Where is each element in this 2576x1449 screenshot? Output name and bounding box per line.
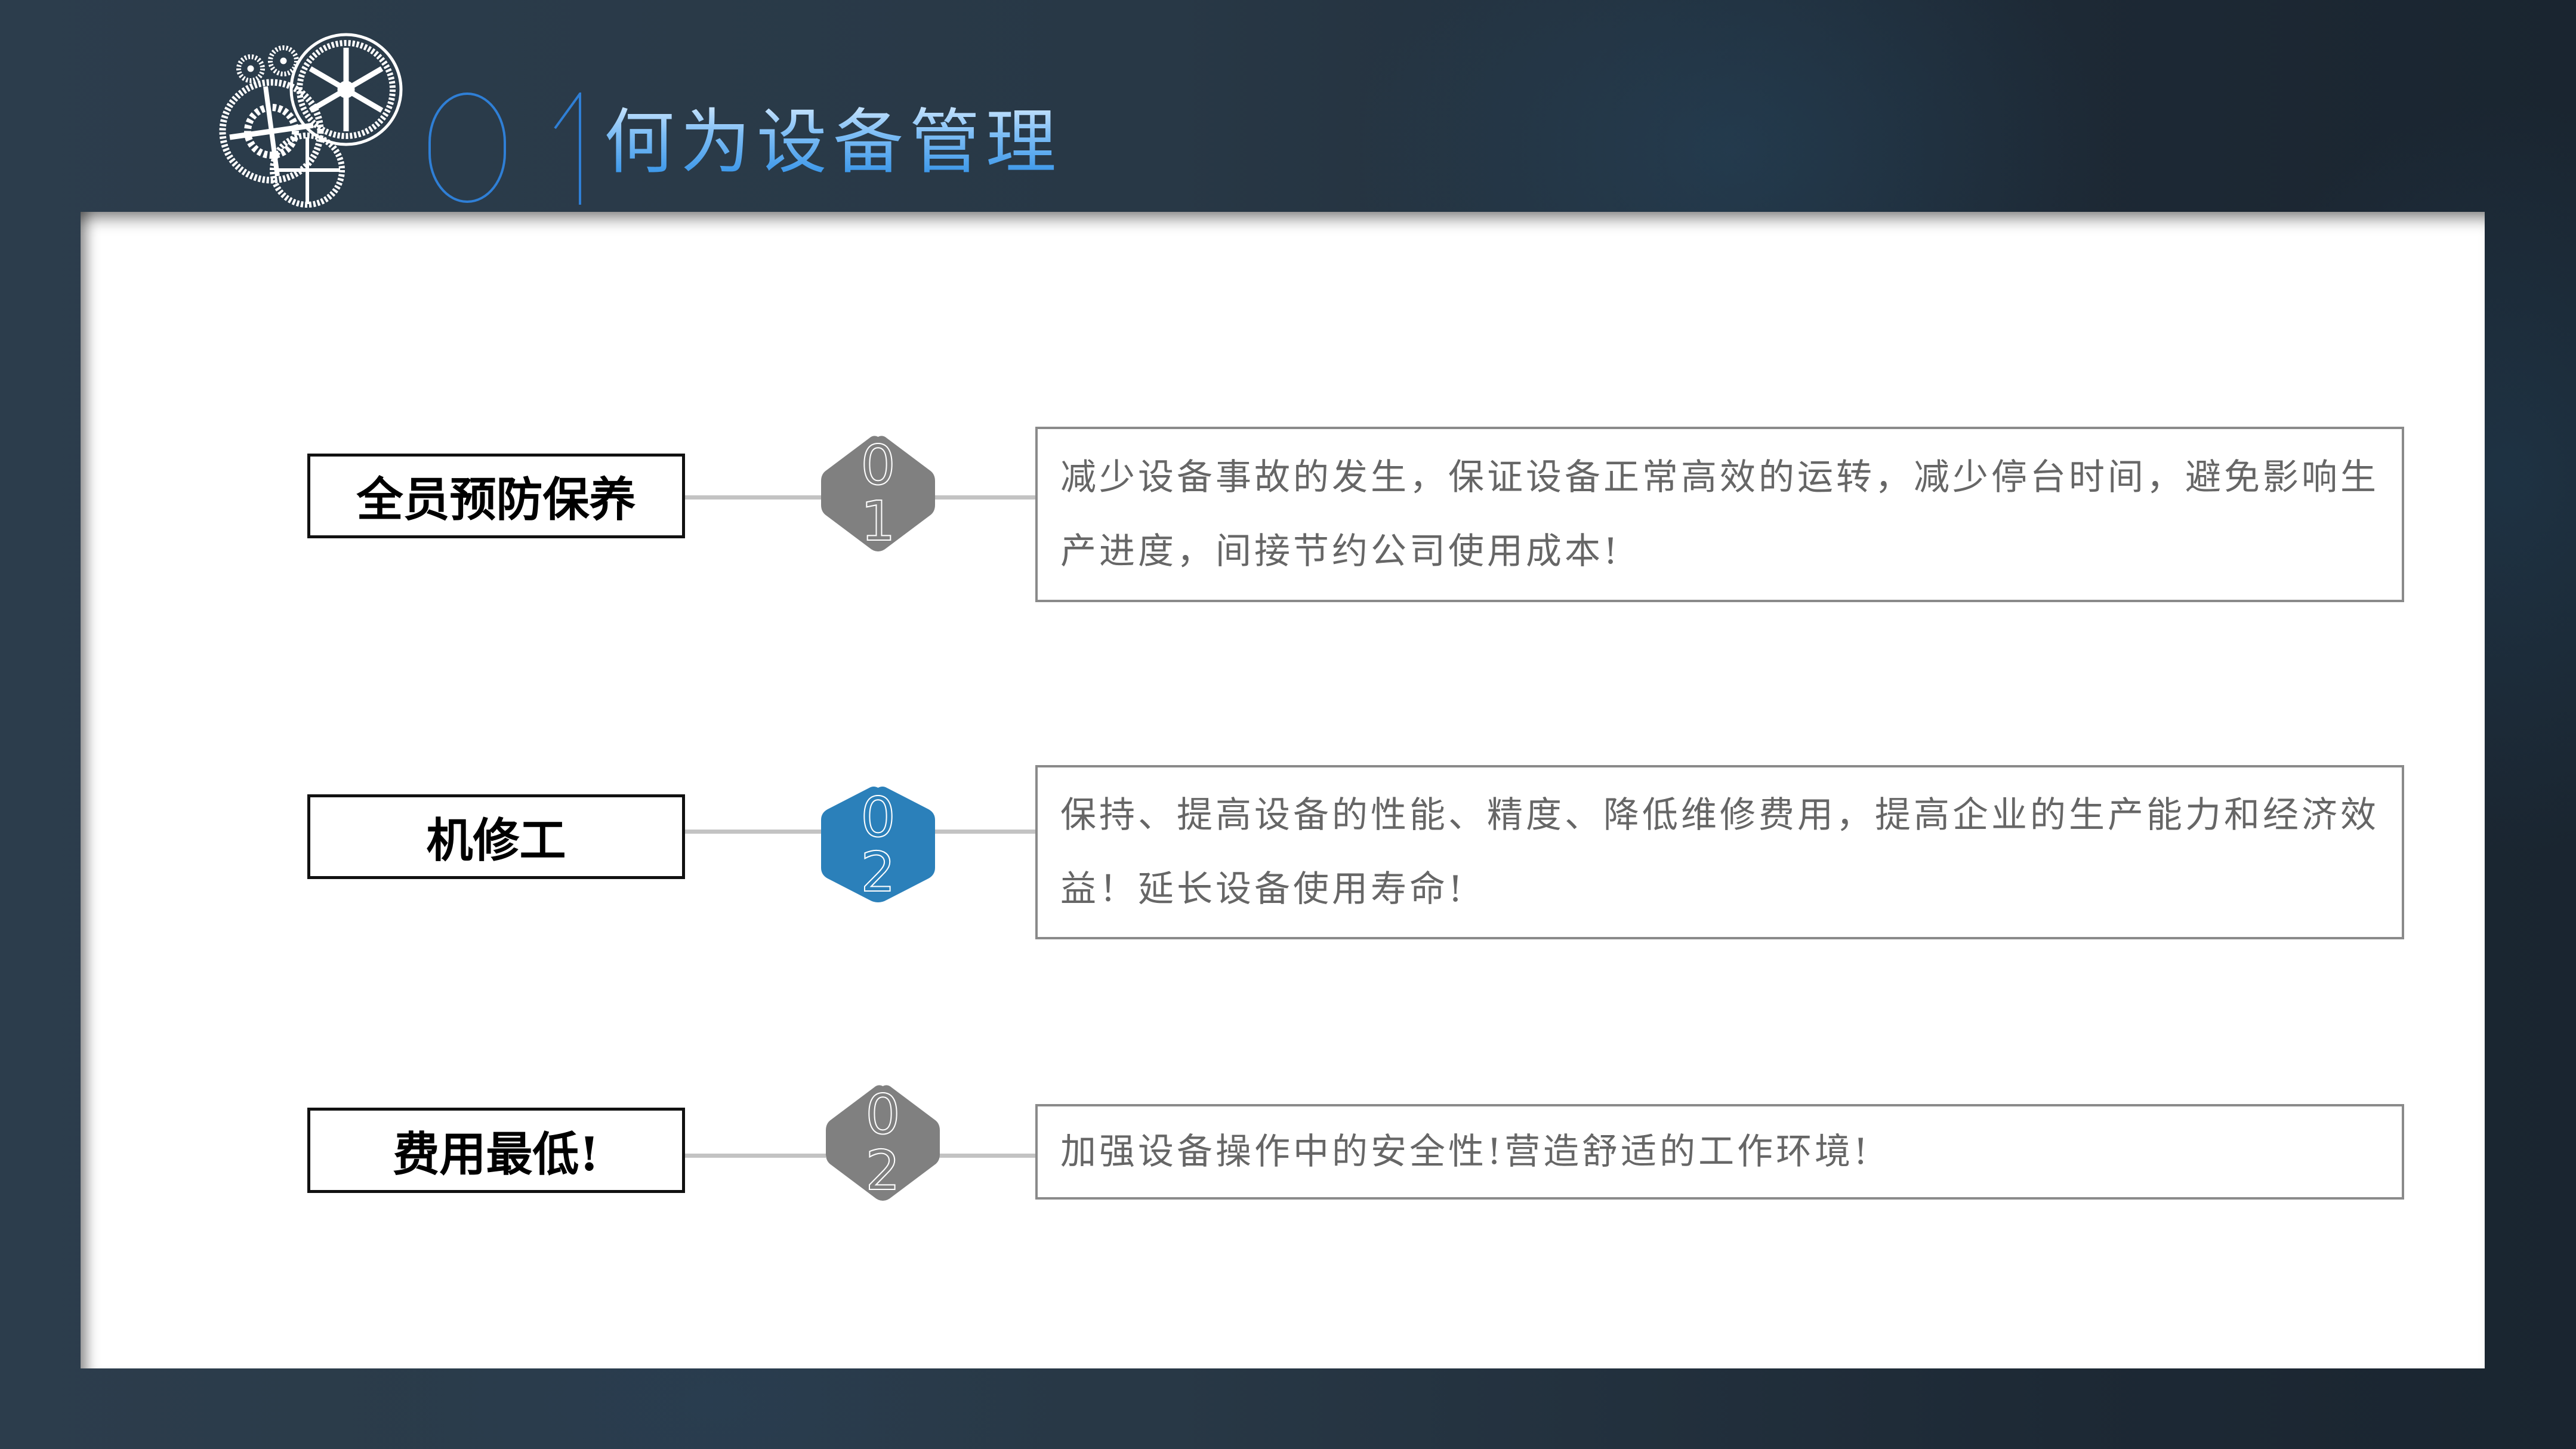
- section-number-zero: [428, 93, 506, 203]
- description-box: 减少设备事故的发生，保证设备正常高效的运转，减少停台时间，避免影响生产进度，间接…: [1035, 427, 2404, 602]
- badge-digit-top: 0: [860, 433, 896, 497]
- label-text: 费用最低!: [393, 1127, 600, 1182]
- label-box-preventive-maintenance: 全员预防保养: [307, 454, 685, 538]
- badge-digit-top: 0: [865, 1083, 901, 1146]
- badge-digit-bottom: 2: [865, 1139, 901, 1203]
- label-box-mechanic: 机修工: [307, 794, 685, 879]
- connector-line: [685, 1154, 826, 1158]
- label-text: 机修工: [426, 813, 566, 868]
- page-title: 何为设备管理: [604, 101, 1063, 183]
- badge-digit-top: 0: [860, 785, 896, 849]
- content-panel: 全员预防保养 0 1 减少设备事故的发生，保证设备正常高效的运转，减少停台时间，…: [81, 212, 2485, 1368]
- connector-line: [935, 495, 1035, 500]
- badge-digit-bottom: 2: [860, 840, 896, 904]
- connector-line: [685, 830, 821, 834]
- badge-digit-bottom: 1: [860, 489, 896, 553]
- connector-line: [939, 1154, 1035, 1158]
- section-number-one: [549, 90, 585, 206]
- number-badge-hexagon: 0 1: [821, 434, 935, 551]
- connector-line: [935, 830, 1035, 834]
- label-text: 全员预防保养: [356, 473, 636, 527]
- description-text: 减少设备事故的发生，保证设备正常高效的运转，减少停台时间，避免影响生产进度，间接…: [1060, 457, 2379, 572]
- description-text: 保持、提高设备的性能、精度、降低维修费用，提高企业的生产能力和经济效益！延长设备…: [1060, 794, 2379, 910]
- description-box: 保持、提高设备的性能、精度、降低维修费用，提高企业的生产能力和经济效益！延长设备…: [1035, 765, 2404, 939]
- gears-icon: [218, 30, 409, 209]
- description-box: 加强设备操作中的安全性!营造舒适的工作环境!: [1035, 1104, 2404, 1200]
- number-badge-hexagon-active: 0 2: [821, 785, 935, 902]
- connector-line: [685, 495, 821, 500]
- description-text: 加强设备操作中的安全性!营造舒适的工作环境!: [1060, 1131, 1871, 1173]
- number-badge-hexagon: 0 2: [826, 1084, 940, 1201]
- label-box-lowest-cost: 费用最低!: [307, 1108, 685, 1193]
